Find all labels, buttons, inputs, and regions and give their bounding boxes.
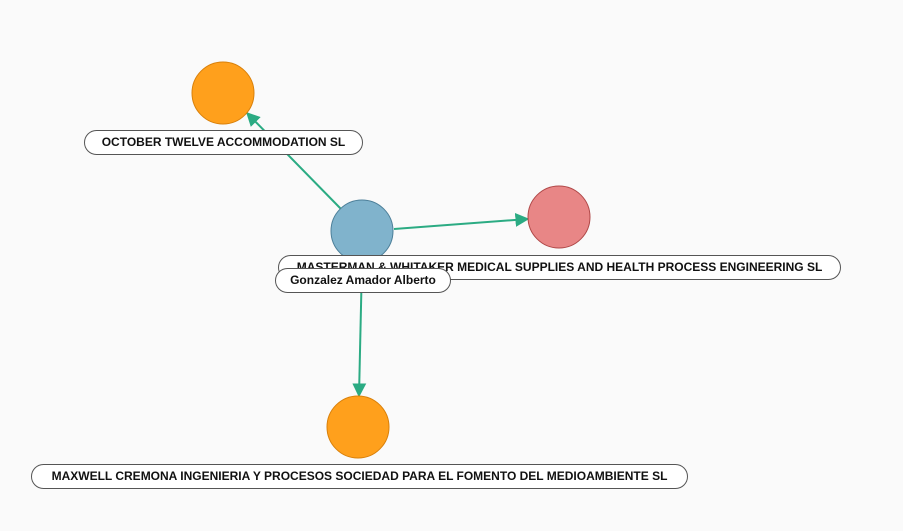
node-maxwell-circle[interactable] [326, 395, 390, 459]
node-october-label[interactable]: OCTOBER TWELVE ACCOMMODATION SL [84, 130, 363, 155]
edge-gonzalez-to-october[interactable] [246, 111, 343, 211]
node-maxwell-label[interactable]: MAXWELL CREMONA INGENIERIA Y PROCESOS SO… [31, 464, 688, 489]
node-masterman-circle[interactable] [527, 185, 591, 249]
node-gonzalez-label[interactable]: Gonzalez Amador Alberto [275, 268, 451, 293]
node-gonzalez-circle[interactable] [330, 199, 394, 263]
node-october-circle[interactable] [191, 61, 255, 125]
edge-gonzalez-to-masterman[interactable] [393, 212, 530, 230]
